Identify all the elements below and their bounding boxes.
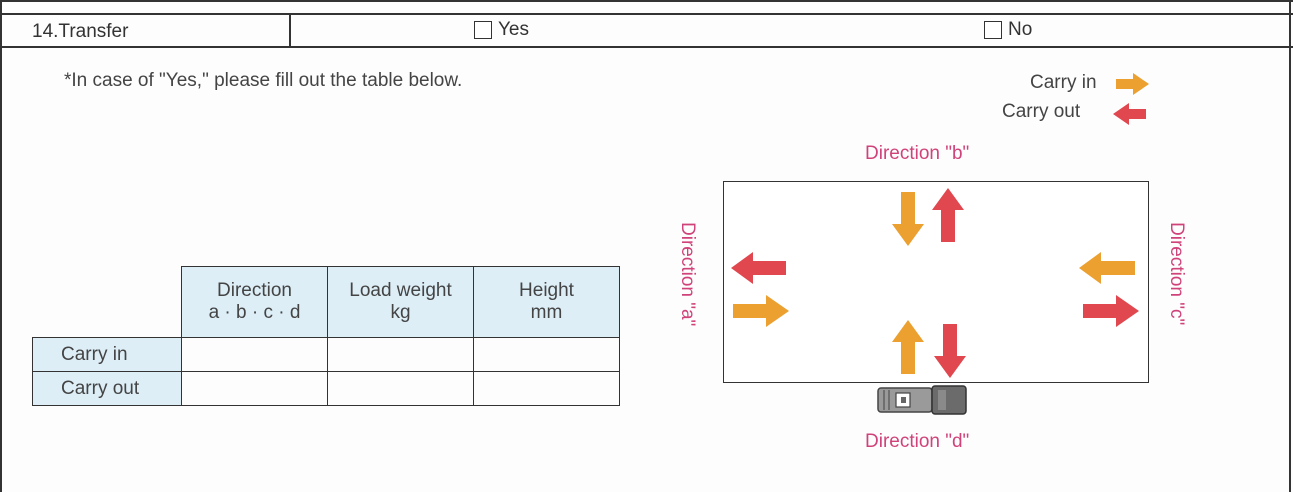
legend-carry-in-arrow-icon [1116, 73, 1149, 95]
table-row: Carry out [32, 371, 620, 406]
carry-out-arrow-c-icon [1083, 295, 1139, 327]
instruction-note: *In case of "Yes," please fill out the t… [64, 70, 463, 91]
carry-in-height-cell[interactable] [473, 337, 620, 372]
carry-in-arrow-a-icon [733, 295, 789, 327]
carry-out-height-cell[interactable] [473, 371, 620, 406]
no-label: No [1008, 19, 1033, 40]
table-row: Carry in [32, 337, 620, 372]
no-option[interactable]: No [984, 19, 1032, 41]
header-load-weight-line2: kg [390, 302, 411, 323]
carry-in-load-weight-cell[interactable] [327, 337, 474, 372]
legend-carry-out-arrow-icon [1113, 103, 1146, 125]
carry-out-arrow-a-icon [731, 252, 786, 284]
header-direction-line2: a · b · c · d [208, 302, 301, 323]
section-title: 14.Transfer [32, 21, 129, 42]
header-height-line2: mm [530, 302, 563, 323]
header-height-line1: Height [519, 280, 574, 301]
room-outline [723, 181, 1149, 383]
header-divider [289, 15, 291, 46]
direction-c-label: Direction "c" [1166, 222, 1187, 326]
table-corner [33, 267, 182, 338]
carry-out-direction-cell[interactable] [181, 371, 328, 406]
carry-out-load-weight-cell[interactable] [327, 371, 474, 406]
drive-motor-icon [877, 385, 967, 415]
carry-in-arrow-c-icon [1079, 252, 1135, 284]
yes-checkbox[interactable] [474, 21, 492, 39]
header-height: Height mm [473, 266, 620, 338]
row-label-carry-out: Carry out [32, 371, 182, 406]
header-load-weight: Load weight kg [327, 266, 474, 338]
legend-carry-out-label: Carry out [1002, 101, 1081, 122]
carry-out-arrow-b-icon [932, 188, 964, 242]
yes-option[interactable]: Yes [474, 19, 529, 41]
header-load-weight-line1: Load weight [349, 280, 452, 301]
row-label-carry-in: Carry in [32, 337, 182, 372]
direction-b-label: Direction "b" [865, 143, 970, 164]
header-direction-line1: Direction [217, 280, 292, 301]
carry-out-arrow-d-icon [934, 324, 966, 378]
header-direction: Direction a · b · c · d [181, 266, 328, 338]
carry-in-arrow-b-icon [892, 192, 924, 246]
carry-in-direction-cell[interactable] [181, 337, 328, 372]
yes-label: Yes [498, 19, 529, 40]
carry-in-arrow-d-icon [892, 320, 924, 374]
transfer-header-row: 14.Transfer Yes No [0, 13, 1293, 48]
no-checkbox[interactable] [984, 21, 1002, 39]
legend-carry-in-label: Carry in [1030, 72, 1097, 93]
top-border [0, 0, 1293, 2]
direction-a-label: Direction "a" [677, 222, 698, 327]
transfer-table: Direction a · b · c · d Load weight kg H… [32, 266, 620, 406]
direction-d-label: Direction "d" [865, 431, 970, 452]
